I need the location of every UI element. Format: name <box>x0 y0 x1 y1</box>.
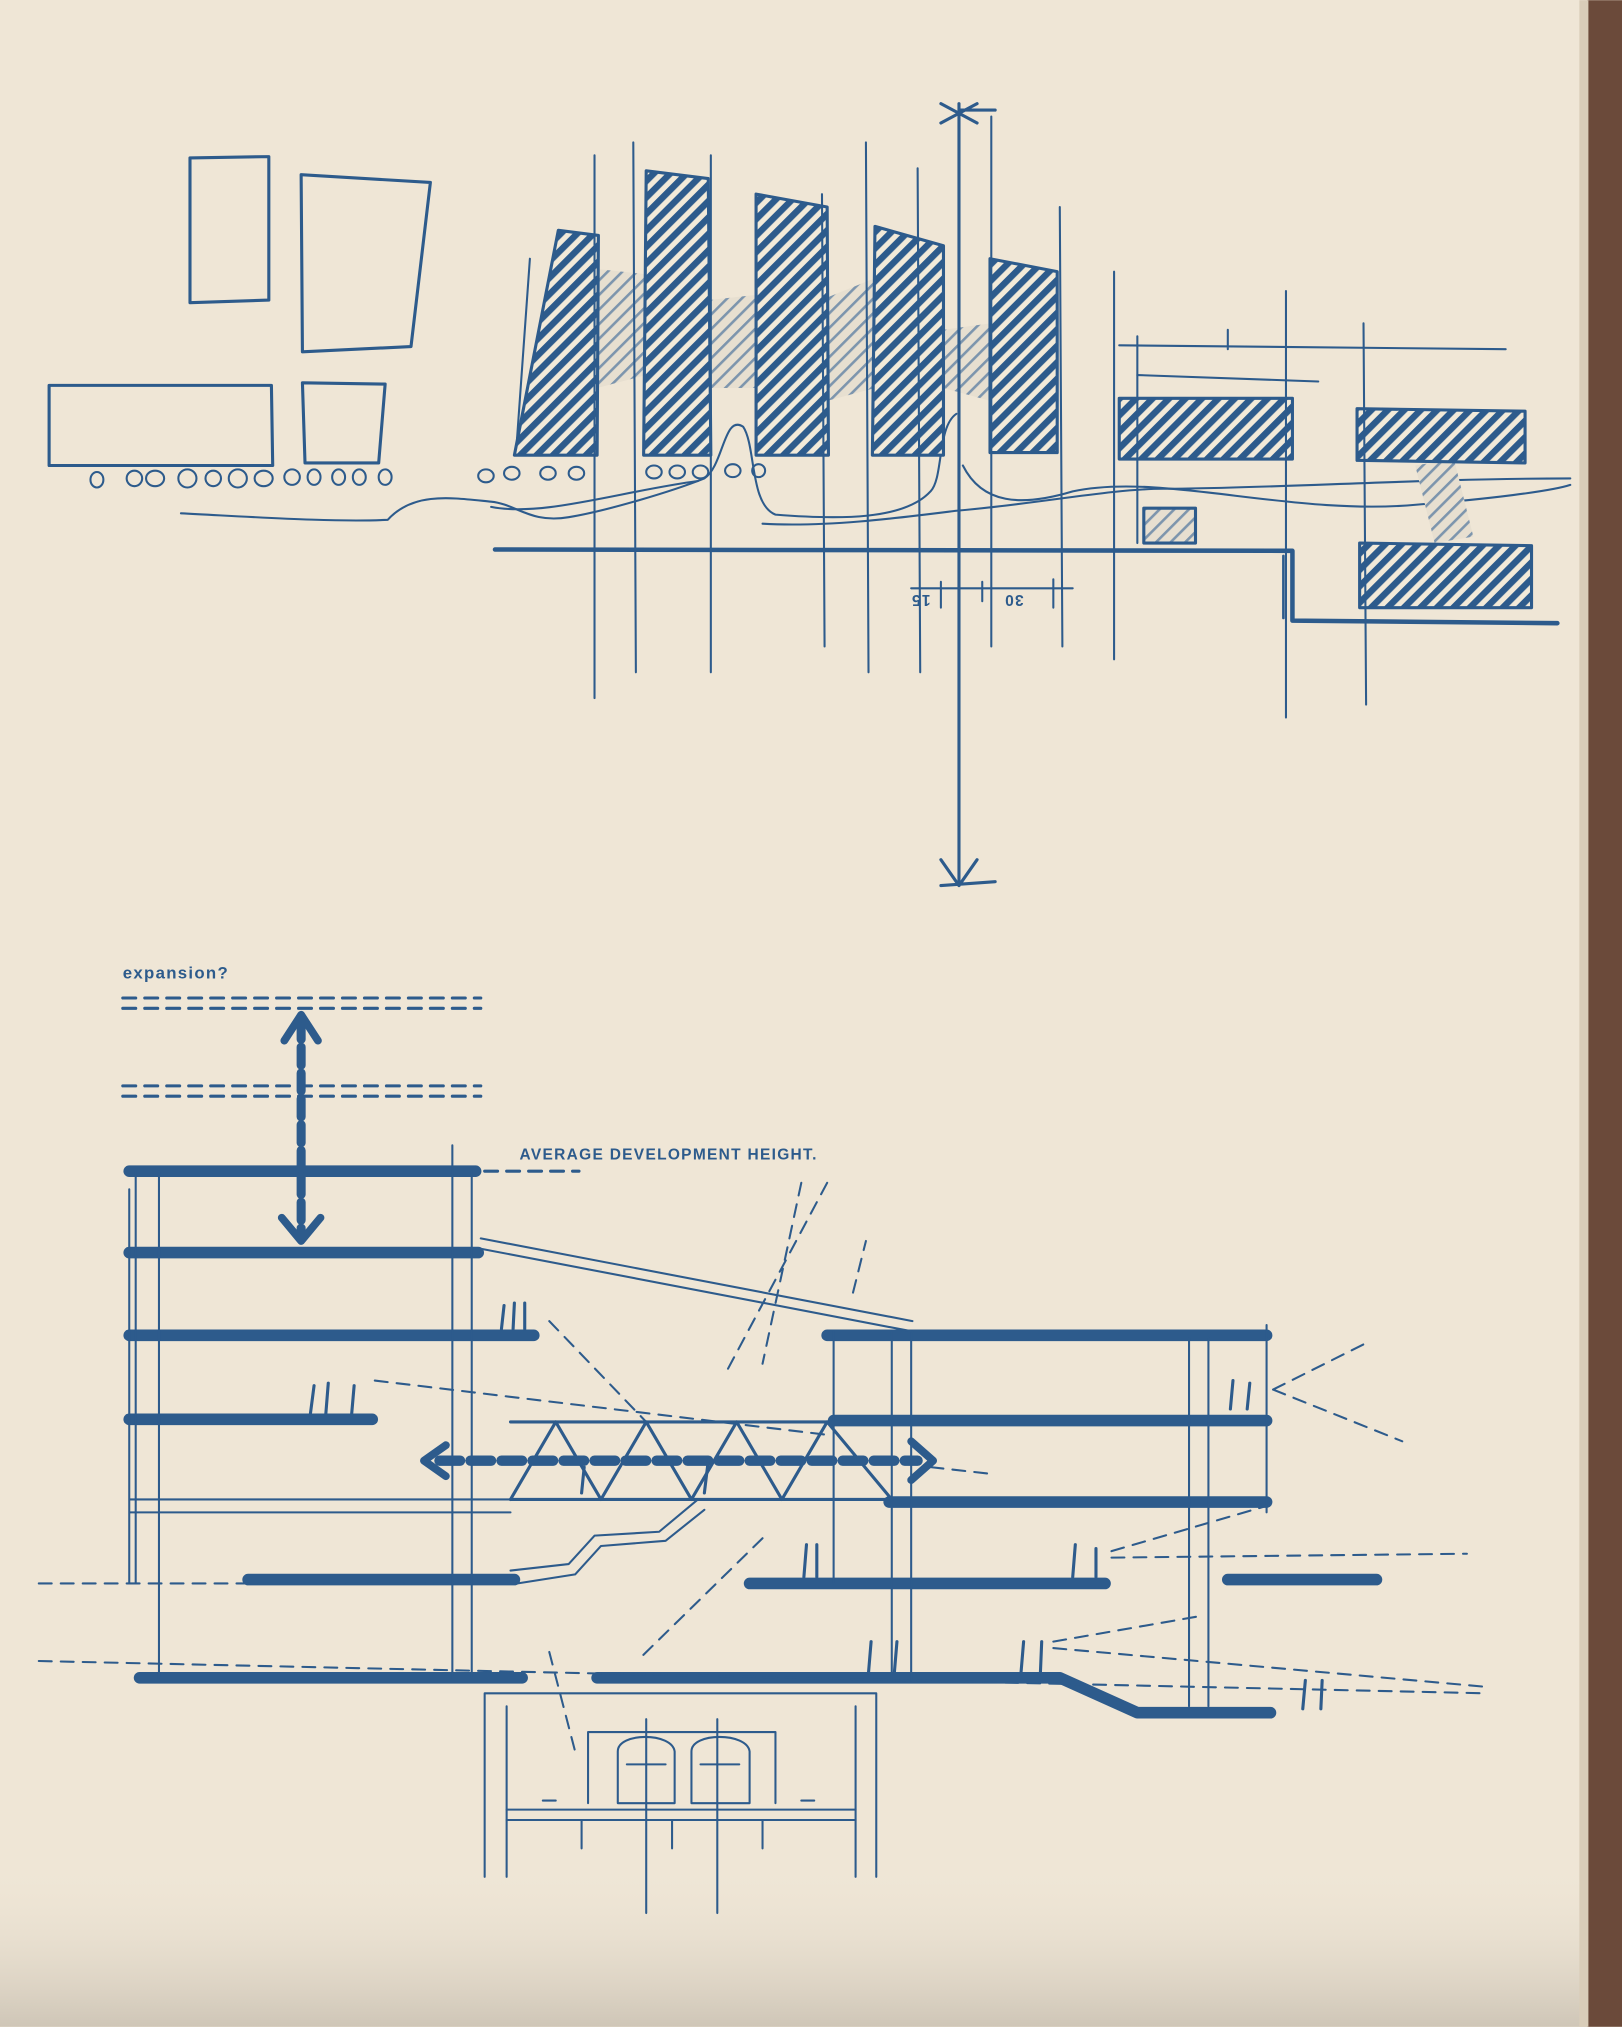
people-figures <box>308 1301 1324 1711</box>
bottom-shadow <box>0 1861 1590 2027</box>
bar-2 <box>1355 407 1527 465</box>
tower-blocks <box>512 169 1534 610</box>
floor-slabs <box>123 1165 1383 1719</box>
section-axis <box>939 102 997 888</box>
bar-3 <box>1358 541 1534 610</box>
grid-lines <box>515 115 1507 719</box>
tower-1 <box>512 228 600 457</box>
average-development-height-label: AVERAGE DEVELOPMENT HEIGHT. <box>520 1147 818 1164</box>
page-edge-highlight <box>1579 0 1589 2027</box>
arrow-down-icon <box>277 1213 325 1245</box>
vertical-expansion-arrow <box>277 1010 325 1245</box>
arrow-up-icon <box>280 1010 322 1045</box>
tower-2 <box>642 169 713 457</box>
axis-arrow-bottom-icon <box>939 858 997 888</box>
small-block <box>1142 506 1198 545</box>
sightlines <box>37 1181 1488 1753</box>
arrow-left-icon <box>420 1441 450 1481</box>
axis-arrow-top-icon <box>939 102 997 125</box>
bar-1 <box>1117 396 1294 461</box>
truss-bridge <box>508 1420 894 1502</box>
tower-5 <box>988 257 1059 455</box>
dimension-label-30: 30 <box>1004 591 1024 608</box>
light-hatched-links <box>597 269 1474 544</box>
tower-3 <box>754 192 830 457</box>
horizontal-movement-arrow <box>420 1437 938 1484</box>
ground-lines <box>492 547 1560 626</box>
page-edge <box>1587 0 1622 2027</box>
expansion-label: expansion? <box>123 964 229 983</box>
train-left <box>616 1735 676 1805</box>
street-trees <box>89 463 767 489</box>
tower-4 <box>870 224 946 457</box>
train-right <box>690 1735 751 1805</box>
arrow-right-icon <box>907 1437 938 1484</box>
site-plan: 15 30 <box>47 102 1572 888</box>
existing-blocks <box>47 155 432 468</box>
building-section: expansion? AVERAGE DEVELOPMENT HEIGHT. <box>37 964 1488 1915</box>
underground-station <box>483 1692 878 1915</box>
dimension-label-15: 15 <box>911 591 931 608</box>
circulation-paths <box>179 412 1572 526</box>
